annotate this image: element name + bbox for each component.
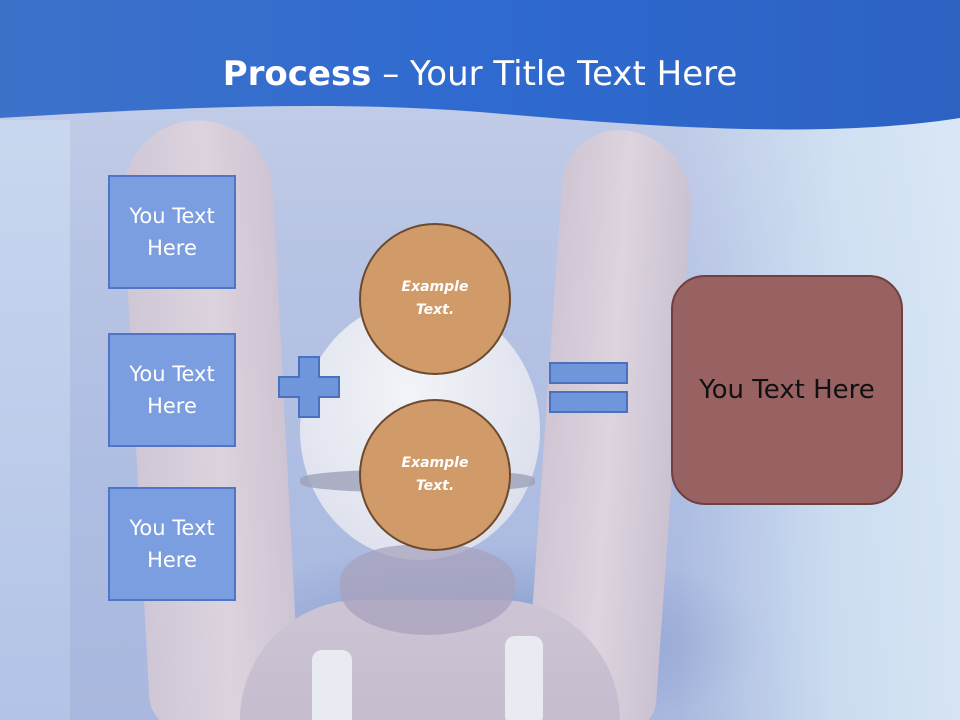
title-rest: – Your Title Text Here xyxy=(371,54,738,94)
result-box[interactable]: You Text Here xyxy=(671,275,903,505)
swimsuit-strap-right xyxy=(505,636,543,720)
example-circle-2-label: Example Text. xyxy=(401,455,469,494)
example-circle-1-label: Example Text. xyxy=(401,279,469,318)
text-box-3-label: You Text Here xyxy=(129,516,215,572)
slide-title: Process – Your Title Text Here xyxy=(0,52,960,96)
result-box-label: You Text Here xyxy=(699,375,875,405)
text-box-1[interactable]: You Text Here xyxy=(108,175,236,289)
example-circle-2[interactable]: Example Text. xyxy=(359,399,511,551)
text-box-2-label: You Text Here xyxy=(129,362,215,418)
title-bold: Process xyxy=(222,54,372,94)
equals-icon xyxy=(549,362,628,413)
plus-icon xyxy=(278,356,340,418)
header-wave xyxy=(0,0,960,130)
text-box-3[interactable]: You Text Here xyxy=(108,487,236,601)
swimsuit-strap-left xyxy=(312,650,352,720)
text-box-1-label: You Text Here xyxy=(129,204,215,260)
text-box-2[interactable]: You Text Here xyxy=(108,333,236,447)
example-circle-1[interactable]: Example Text. xyxy=(359,223,511,375)
swimmer-hair xyxy=(340,545,515,635)
